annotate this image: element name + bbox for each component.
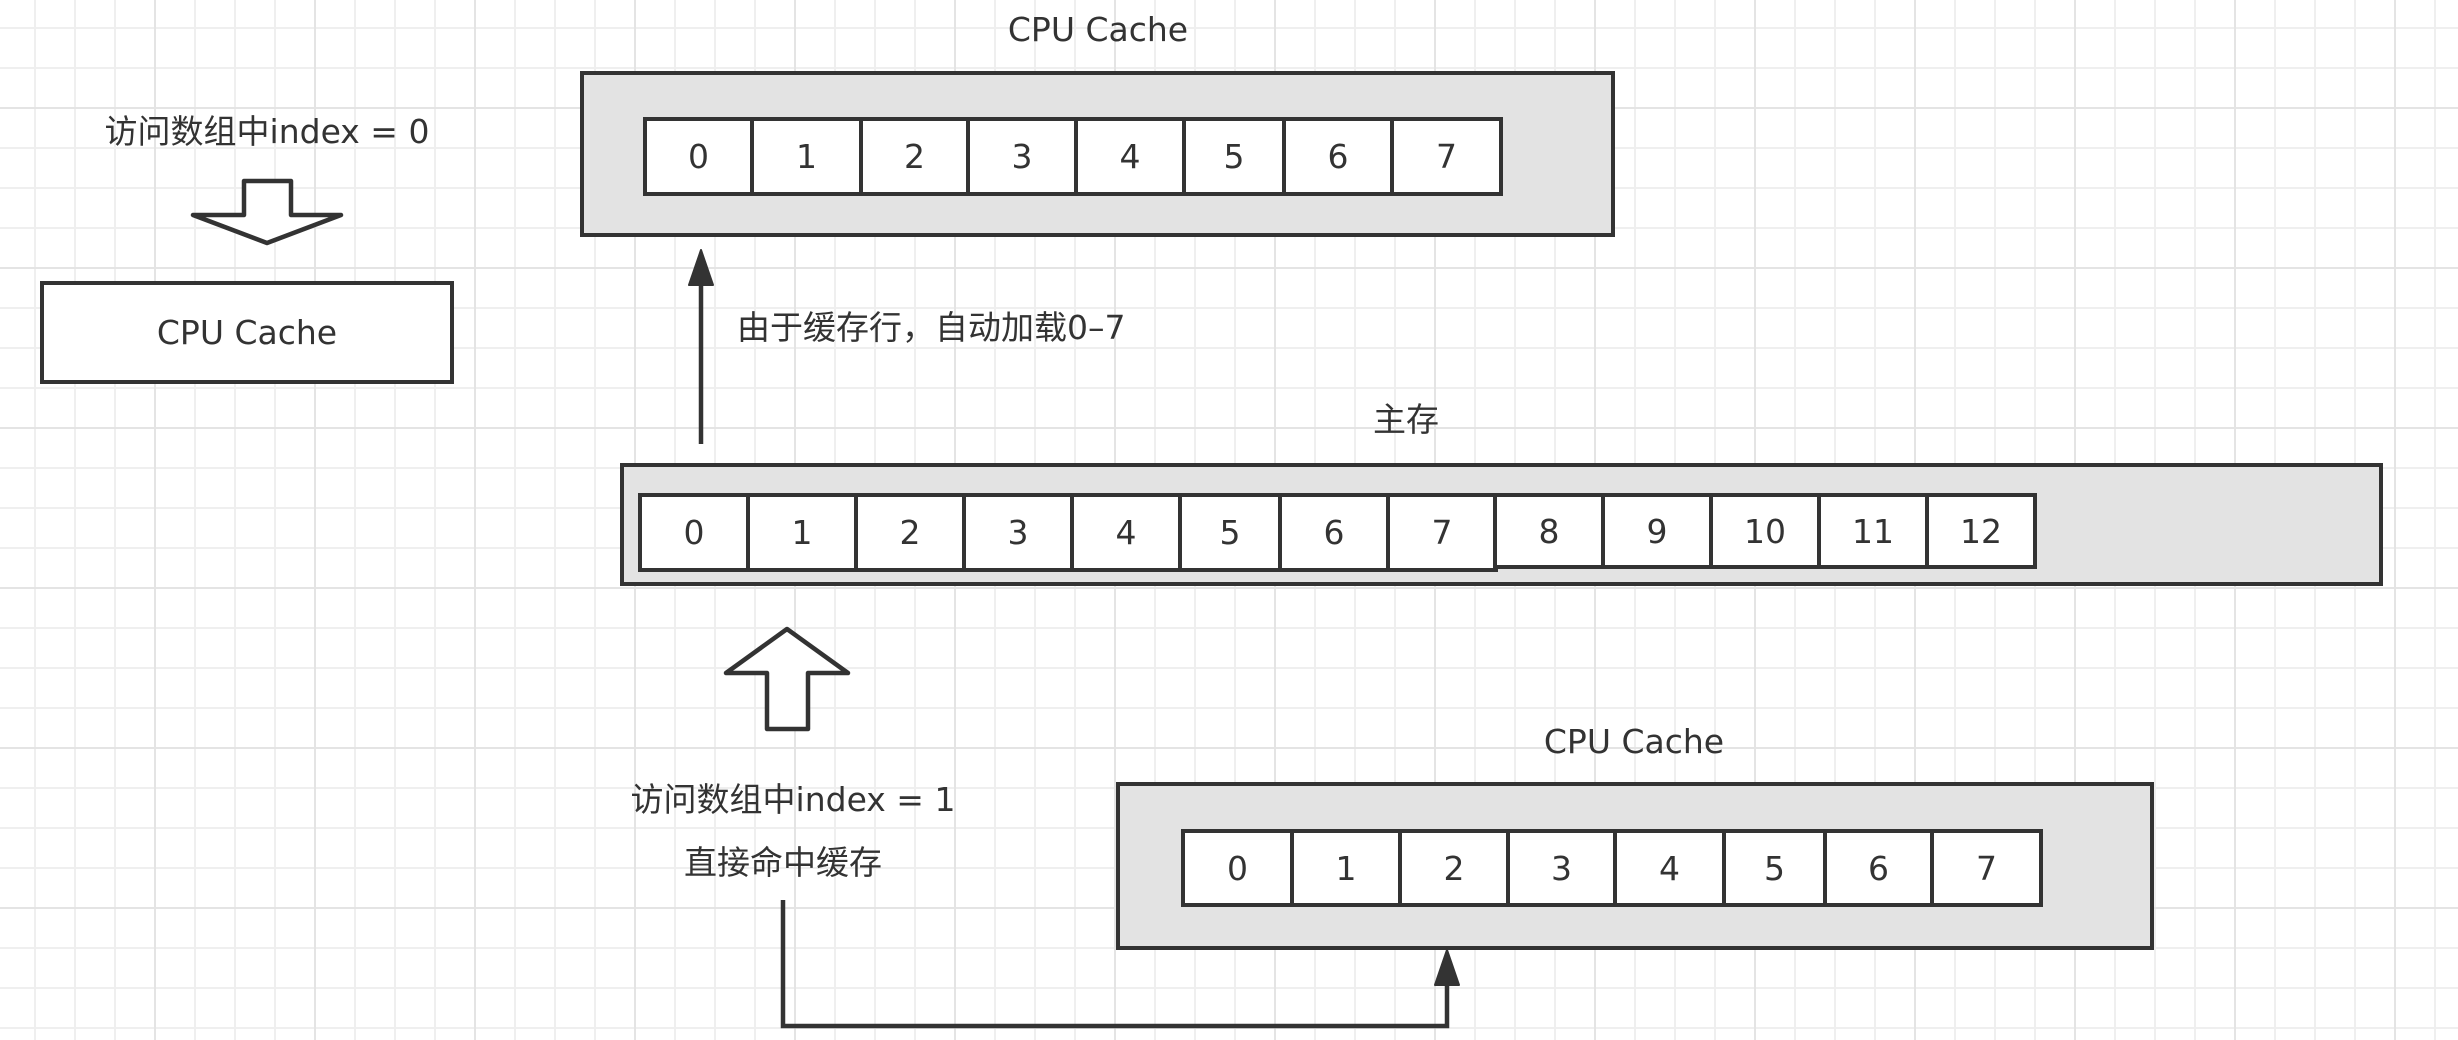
access-index-1-label: 访问数组中index = 1: [630, 780, 956, 819]
cache-cell: 5: [1182, 117, 1286, 196]
cache-cell: 7: [1930, 829, 2043, 907]
memory-cell: 6: [1278, 493, 1390, 572]
memory-cell: 4: [1070, 493, 1182, 572]
cache-cell: 7: [1390, 117, 1503, 196]
cache-cell: 4: [1613, 829, 1726, 907]
memory-cell: 3: [962, 493, 1074, 572]
left-cpu-cache-box: CPU Cache: [40, 281, 454, 384]
cache-cell: 0: [1181, 829, 1294, 907]
cache-cell: 4: [1074, 117, 1186, 196]
block-arrow-up-icon: [723, 626, 851, 732]
cache-cell: 2: [859, 117, 970, 196]
bottom-cache-title: CPU Cache: [1543, 722, 1725, 761]
block-arrow-down-icon: [190, 178, 344, 246]
memory-cell: 5: [1178, 493, 1282, 572]
cache-cell: 3: [1506, 829, 1617, 907]
cache-cell: 1: [750, 117, 863, 196]
cache-hit-label: 直接命中缓存: [684, 843, 882, 882]
access-index-0-label: 访问数组中index = 0: [104, 112, 430, 151]
arrow-up-icon: [688, 249, 714, 286]
memory-cell: 12: [1925, 493, 2037, 569]
memory-cell: 7: [1386, 493, 1498, 572]
cache-line-load-label: 由于缓存行，自动加载0–7: [737, 308, 1126, 347]
memory-cell: 11: [1817, 493, 1929, 569]
main-memory-cells-group2: 8 9 10 11 12: [1493, 493, 2037, 569]
memory-cell: 9: [1601, 493, 1713, 569]
cache-cell: 5: [1722, 829, 1827, 907]
bottom-cache-cells: 0 1 2 3 4 5 6 7: [1181, 829, 2043, 907]
left-cpu-cache-label: CPU Cache: [156, 313, 338, 352]
arrow-up-icon: [1434, 949, 1460, 986]
cache-cell: 6: [1282, 117, 1394, 196]
cache-cell: 6: [1823, 829, 1934, 907]
memory-cell: 8: [1493, 493, 1605, 569]
memory-cell: 0: [638, 493, 750, 572]
cache-cell: 1: [1290, 829, 1402, 907]
top-cache-cells: 0 1 2 3 4 5 6 7: [643, 117, 1503, 196]
top-cache-title: CPU Cache: [1007, 10, 1189, 49]
cache-cell: 2: [1398, 829, 1510, 907]
main-memory-title: 主存: [1373, 400, 1439, 439]
main-memory-cells-group1: 0 1 2 3 4 5 6 7: [638, 493, 1498, 572]
cache-cell: 3: [966, 117, 1078, 196]
memory-cell: 2: [854, 493, 966, 572]
cache-cell: 0: [643, 117, 754, 196]
memory-cell: 1: [746, 493, 858, 572]
memory-cell: 10: [1709, 493, 1821, 569]
